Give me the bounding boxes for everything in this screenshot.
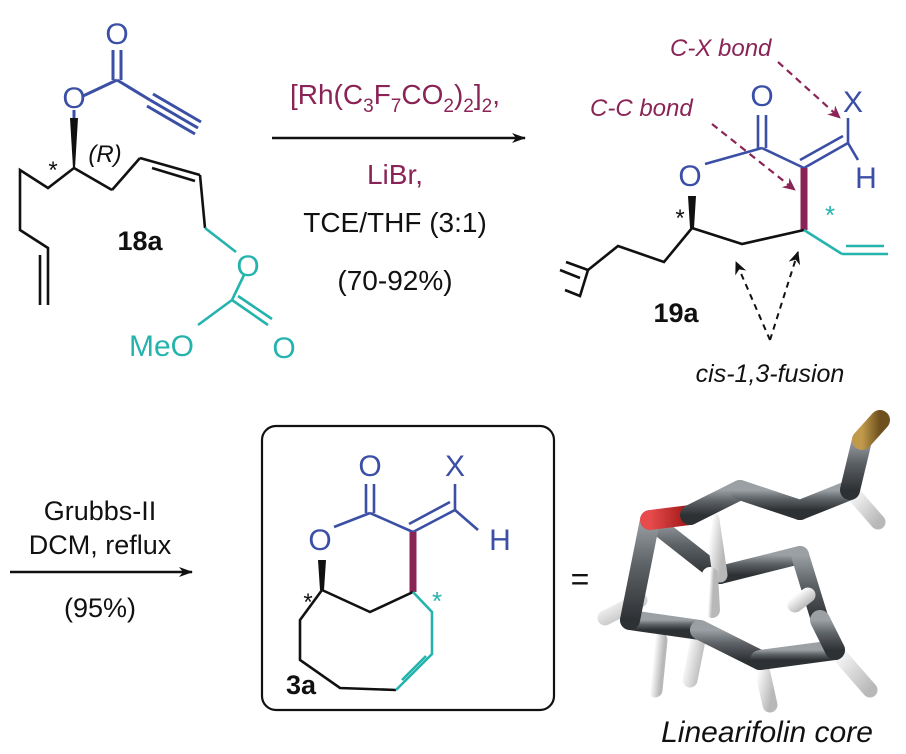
compound-label-18a: 18a (117, 226, 163, 256)
carbonate-group (197, 226, 273, 327)
bond-halogen (852, 410, 890, 450)
step-2: Grubbs-II DCM, reflux (95%) (10, 496, 193, 623)
atom-o-ring-3a: O (308, 524, 331, 557)
stereo-mark-black-19a: * (675, 205, 684, 232)
dashed-arrow-fusion-left (735, 261, 771, 341)
stereo-mark-teal-19a: * (825, 200, 835, 230)
ring-3a (298, 588, 414, 692)
compound-label-19a: 19a (653, 298, 699, 328)
h-stick-8 (787, 587, 816, 613)
stereo-mark-18a: * (48, 157, 57, 184)
compound-18a: O O * (R) 18a O MeO O (18, 18, 296, 365)
equals-sign: = (571, 561, 590, 597)
atom-o-carbonyl-3a: O (358, 450, 381, 483)
config-label: (R) (88, 141, 121, 168)
bond-front-2 (690, 620, 770, 670)
bond-back-1 (641, 511, 729, 584)
yield-step-2: (95%) (64, 593, 136, 623)
dashed-arrow-cc (711, 123, 796, 191)
atom-o-ring-19a: O (678, 160, 701, 193)
note-cc-bond: C-C bond (590, 95, 693, 122)
skeleton-18a (18, 156, 207, 305)
h-stick-3 (647, 632, 668, 698)
atom-o-carbonate: O (236, 250, 259, 283)
compound-19a: C-X bond C-C bond O X H O (559, 35, 888, 388)
reagent-libr: LiBr, (367, 159, 423, 190)
propiolate-group (72, 50, 202, 136)
stereo-mark-black-3a: * (303, 589, 312, 616)
atom-x-19a: X (843, 86, 863, 119)
conditions-dcm: DCM, reflux (29, 530, 172, 560)
dashed-arrow-fusion-right (769, 251, 801, 341)
acrylate-19a (704, 115, 860, 170)
wedge-bond (70, 118, 78, 168)
acrylate-3a (333, 484, 479, 534)
bond-front-4 (810, 610, 845, 660)
stereo-mark-teal-3a: * (432, 586, 442, 616)
model-caption: Linearifolin core (661, 716, 873, 749)
wedge-bond-3a (318, 560, 326, 590)
bond-back-2 (711, 546, 809, 584)
molecular-model-3d (597, 410, 890, 713)
atom-h-19a: H (855, 162, 877, 195)
wedge-bond-19a (688, 196, 696, 228)
atom-o-top: O (105, 18, 128, 51)
bond-alpha (730, 480, 810, 520)
atom-o-carbonyl-19a: O (750, 80, 773, 113)
note-cis-fusion: cis-1,3-fusion (696, 360, 845, 388)
step-1: [Rh(C3F7CO2)2]2, LiBr, TCE/THF (3:1) (70… (272, 79, 526, 296)
solvent-label: TCE/THF (3:1) (303, 207, 487, 238)
bond-front-3 (750, 640, 845, 670)
dashed-arrow-cx (777, 61, 841, 119)
note-cx-bond: C-X bond (670, 35, 772, 62)
methoxy-label: MeO (129, 330, 194, 363)
atom-x-3a: X (445, 450, 465, 483)
atom-h-3a: H (489, 524, 511, 557)
atom-o-ester: O (62, 82, 85, 115)
compound-3a: O X H O * * 3a (260, 424, 556, 712)
h-stick-9 (702, 567, 720, 618)
h-stick-1 (704, 512, 728, 583)
compound-label-3a: 3a (286, 670, 317, 700)
product-box (260, 424, 556, 712)
bond-front-5 (620, 510, 660, 630)
atom-o-carbonyl-carbonate: O (272, 332, 295, 365)
ring-19a (559, 226, 805, 298)
yield-step-1: (70-92%) (337, 265, 452, 296)
bond-back-3 (791, 546, 829, 629)
alkene-3a (395, 591, 434, 691)
reagent-grubbs: Grubbs-II (44, 496, 157, 526)
bond-front-1 (620, 610, 710, 640)
catalyst-formula: [Rh(C3F7CO2)2]2, (290, 79, 500, 117)
vinyl-19a (803, 228, 888, 256)
